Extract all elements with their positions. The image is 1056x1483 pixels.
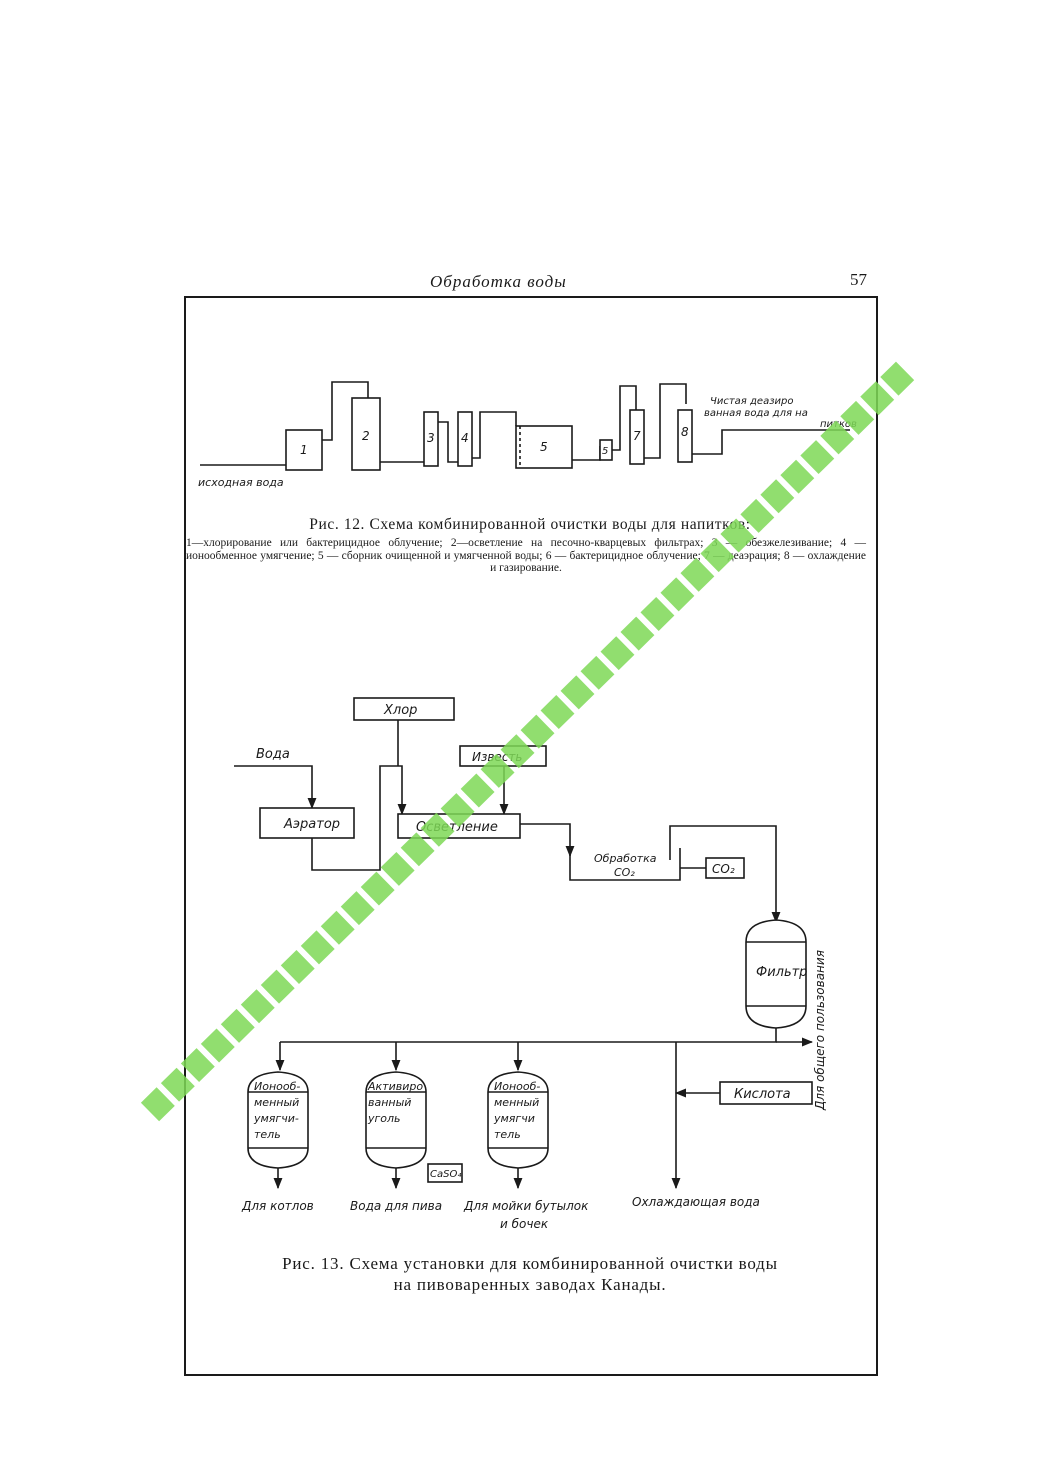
figure-13-diagram: Вода Хлор Известь Аэратор Осветление Обр… [234,697,827,1231]
fig13-box-chlorine [353,697,455,721]
fig13-pipe-water [234,765,317,810]
fig12-pipe-3-4 [438,421,458,463]
fig13-vessel3-line1: Ионооб- [494,1080,540,1093]
fig13-label-co2: CO₂ [712,862,735,876]
fig13-label-chlorine: Хлор [383,703,417,718]
fig13-vessel1-line1: Ионооб- [254,1080,300,1093]
frame-bottom [184,1374,878,1376]
fig13-vessel1-line2: менный [254,1096,299,1109]
fig13-tank-co2 [569,848,681,881]
frame-left [184,296,186,1376]
fig13-label-water: Вода [256,747,290,762]
fig13-box-aerator [259,807,355,839]
fig13-label-cooling-water: Охлаждающая вода [632,1195,760,1209]
page-number: 57 [850,270,867,289]
fig12-pipe-4-5 [472,411,517,459]
figure-12-diagram: исходная вода 1 2 3 4 5 5 7 8 Чистая деа… [198,381,857,489]
fig13-label-out1: Для котлов [241,1199,314,1213]
fig12-unit-3 [423,411,439,467]
fig12-label-source: исходная вода [198,476,284,489]
fig12-label-output-1: Чистая деазиро [710,396,793,407]
fig13-label-caso4: CaSO₄ [430,1169,461,1180]
fig12-unit-label-5: 5 [540,440,548,454]
fig13-label-out3-1: Для мойки бутылок [463,1199,589,1213]
fig12-unit-label-6: 5 [602,446,608,457]
fig12-unit-label-2: 2 [362,429,370,443]
fig13-vessel1-line4: тель [254,1128,281,1141]
fig13-box-caso4 [427,1163,463,1183]
fig13-vessel1-line3: умягчи- [253,1112,299,1125]
fig12-unit-label-7: 7 [633,429,641,443]
fig13-pipe-co2-filter [669,825,781,924]
fig13-vessel2-line3: уголь [367,1112,401,1125]
fig13-label-aerator: Аэратор [283,817,340,832]
fig13-caption-line2: на пивоваренных заводах Канады. [393,1275,667,1294]
fig12-unit-2 [351,397,381,471]
frame-top [184,296,878,298]
fig12-unit-4 [457,411,473,467]
fig13-label-general-use: Для общего пользования [813,950,827,1111]
fig12-pipe-7-8 [644,383,687,459]
fig13-vessel2-line1: Активиро [367,1080,423,1093]
fig13-vessel3-line3: умягчи [493,1112,535,1125]
fig12-pipe-1-2 [322,381,369,441]
fig12-label-output-2: ванная вода для на [704,408,808,419]
fig13-vessel3-line4: тель [494,1128,521,1141]
fig12-unit-7 [629,409,645,465]
fig12-unit-5-tank [515,425,573,469]
fig13-caption-line1: Рис. 13. Схема установки для комбинирова… [282,1254,778,1273]
fig13-label-acid: Кислота [734,1087,791,1102]
fig13-label-out3-2: и бочек [500,1217,549,1231]
fig12-unit-1 [285,429,323,471]
fig13-label-co2-treatment-2: CO₂ [614,866,635,879]
fig12-caption-title: Рис. 12. Схема комбинированной очистки в… [309,516,751,533]
fig12-unit-label-8: 8 [681,425,689,439]
fig12-output-line [692,429,850,455]
fig13-label-filter: Фильтр [756,965,807,980]
fig12-unit-label-1: 1 [300,443,308,457]
frame-right [876,296,878,1376]
fig12-unit-label-3: 3 [427,431,435,445]
fig13-label-co2-treatment-1: Обработка [594,852,657,865]
fig12-unit-label-4: 4 [461,431,469,445]
fig13-vessel2-line2: ванный [368,1096,411,1109]
fig13-pipe-clarif-co2 [520,823,575,858]
fig12-pipe-6-7 [612,385,637,451]
fig12-unit-8 [677,409,693,463]
fig13-label-out2: Вода для пива [350,1199,442,1213]
fig13-pipe-aerator-clarif [311,765,407,871]
fig13-vessel3-line2: менный [494,1096,539,1109]
running-header: Обработка воды [430,272,567,291]
